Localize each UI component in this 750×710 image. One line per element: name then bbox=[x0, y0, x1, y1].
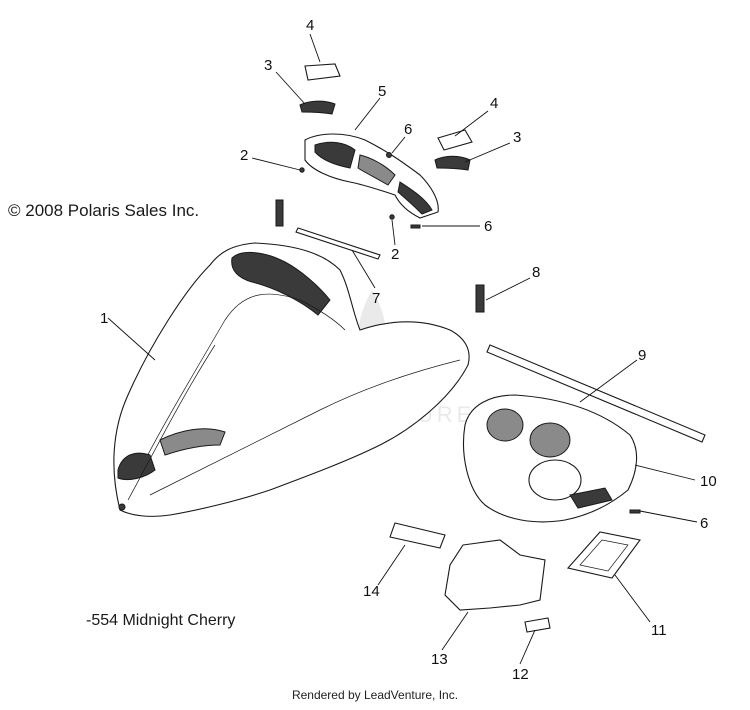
part-2-screw-lower[interactable] bbox=[389, 214, 395, 220]
callout-1: 1 bbox=[100, 310, 108, 327]
callout-6-top: 6 bbox=[404, 121, 412, 138]
callout-12: 12 bbox=[512, 666, 529, 683]
part-5-console[interactable] bbox=[304, 133, 439, 219]
part-11-frame[interactable] bbox=[566, 531, 641, 579]
part-14-strip[interactable] bbox=[389, 522, 446, 549]
callout-6-mid: 6 bbox=[484, 218, 492, 235]
callout-6-low: 6 bbox=[700, 515, 708, 532]
part-3-bracket-right[interactable] bbox=[434, 155, 471, 171]
part-4-pad-top[interactable] bbox=[304, 63, 341, 81]
copyright-notice: © 2008 Polaris Sales Inc. bbox=[8, 201, 200, 220]
part-3-bracket-top[interactable] bbox=[299, 100, 336, 115]
part-clip-left[interactable] bbox=[275, 199, 284, 227]
part-6-rivet-low[interactable] bbox=[629, 509, 641, 514]
callout-3-right: 3 bbox=[513, 129, 521, 146]
callout-7: 7 bbox=[372, 290, 380, 307]
part-4-pad-right[interactable] bbox=[437, 129, 473, 151]
part-8-clip[interactable] bbox=[475, 284, 485, 313]
color-variant-note: -554 Midnight Cherry bbox=[86, 612, 236, 629]
part-6-screw-top[interactable] bbox=[386, 152, 392, 158]
callout-2-lower: 2 bbox=[391, 246, 399, 263]
callout-2-left: 2 bbox=[240, 147, 248, 164]
callout-14: 14 bbox=[363, 583, 380, 600]
callout-labels: 4 3 5 2 6 4 3 6 2 7 1 8 9 10 6 11 14 13 … bbox=[100, 17, 717, 683]
part-6-rivet-mid[interactable] bbox=[410, 224, 421, 229]
callout-4-top: 4 bbox=[306, 17, 314, 34]
callout-11: 11 bbox=[651, 622, 667, 639]
part-10-headlight-housing[interactable] bbox=[462, 394, 638, 523]
part-1-hood[interactable] bbox=[113, 242, 470, 517]
callout-4-right: 4 bbox=[490, 95, 498, 112]
callout-3-top: 3 bbox=[264, 57, 272, 74]
callout-13: 13 bbox=[431, 651, 448, 668]
part-2-screw-left[interactable] bbox=[299, 167, 305, 173]
part-12-tab[interactable] bbox=[524, 617, 551, 633]
leader-lines bbox=[107, 33, 698, 665]
part-13-panel[interactable] bbox=[444, 539, 546, 611]
part-7-trim-strip[interactable] bbox=[295, 227, 381, 260]
footer-credit: Rendered by LeadVenture, Inc. bbox=[291, 688, 459, 702]
callout-8: 8 bbox=[532, 264, 540, 281]
callout-5: 5 bbox=[378, 83, 386, 100]
part-9-strip[interactable] bbox=[486, 344, 706, 443]
callout-9: 9 bbox=[638, 347, 646, 364]
callout-10: 10 bbox=[700, 473, 717, 490]
